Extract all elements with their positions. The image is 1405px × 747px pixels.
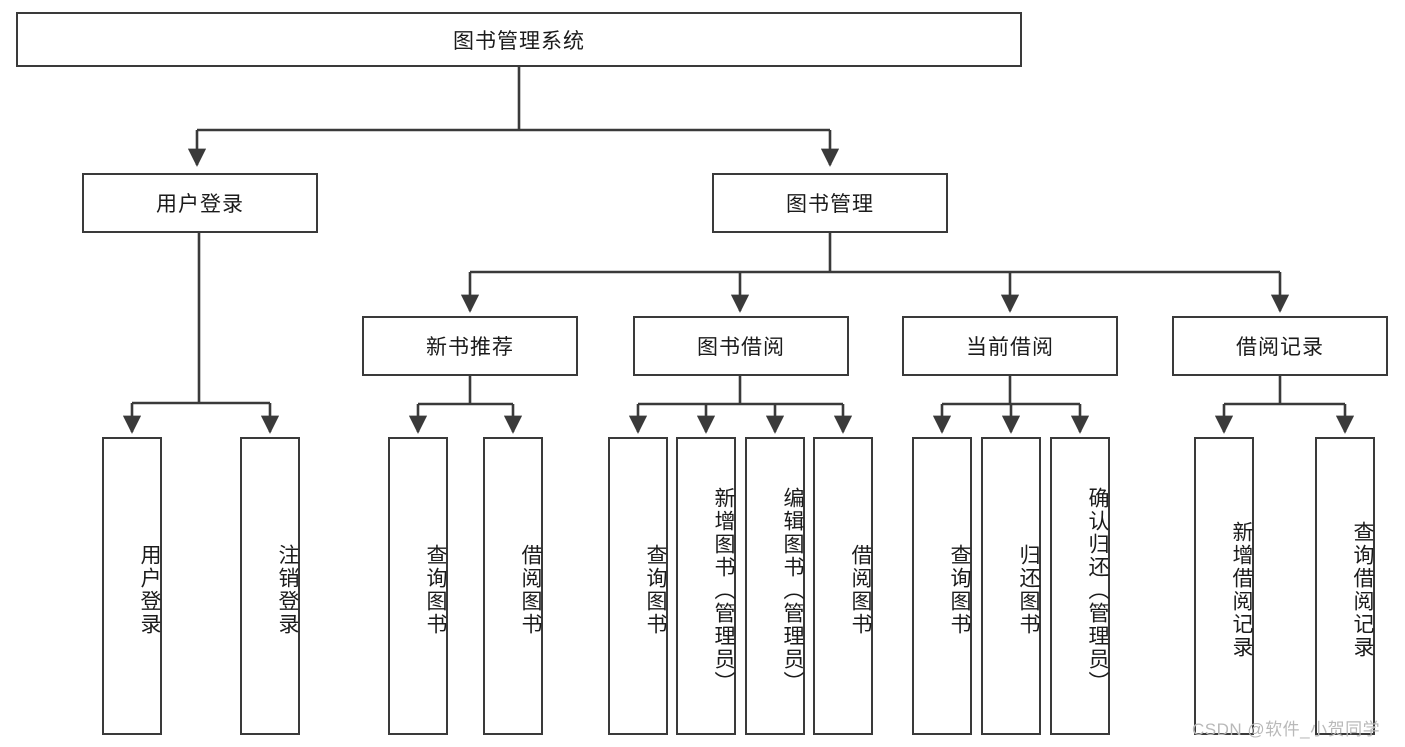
node-new-book-recommend[interactable]: 新书推荐	[362, 316, 578, 376]
leaf-logout-login[interactable]: 注销登录	[240, 437, 300, 735]
leaf-user-login-label: 用户登录	[138, 544, 161, 636]
leaf-query-book-1[interactable]: 查询图书	[388, 437, 448, 735]
leaf-query-book-2[interactable]: 查询图书	[608, 437, 668, 735]
node-user-login[interactable]: 用户登录	[82, 173, 318, 233]
leaf-query-book-2-label: 查询图书	[644, 544, 667, 636]
node-new-book-recommend-label: 新书推荐	[426, 336, 514, 359]
leaf-confirm-return[interactable]: 确认归还（管理员）	[1050, 437, 1110, 735]
node-user-login-label: 用户登录	[156, 193, 244, 216]
leaf-add-record[interactable]: 新增借阅记录	[1194, 437, 1254, 735]
leaf-edit-book[interactable]: 编辑图书（管理员）	[745, 437, 805, 735]
leaf-query-record-label: 查询借阅记录	[1351, 521, 1374, 659]
leaf-query-book-1-label: 查询图书	[424, 544, 447, 636]
node-root-label: 图书管理系统	[453, 29, 585, 53]
leaf-add-book-label: 新增图书（管理员）	[712, 486, 735, 694]
leaf-confirm-return-label: 确认归还（管理员）	[1086, 486, 1109, 694]
leaf-edit-book-label: 编辑图书（管理员）	[781, 486, 804, 694]
node-borrow-record[interactable]: 借阅记录	[1172, 316, 1388, 376]
node-book-manage-label: 图书管理	[786, 193, 874, 216]
node-book-borrow-label: 图书借阅	[697, 336, 785, 359]
leaf-logout-login-label: 注销登录	[276, 544, 299, 636]
leaf-borrow-book-1[interactable]: 借阅图书	[483, 437, 543, 735]
leaf-query-book-3[interactable]: 查询图书	[912, 437, 972, 735]
node-current-borrow[interactable]: 当前借阅	[902, 316, 1118, 376]
node-book-borrow[interactable]: 图书借阅	[633, 316, 849, 376]
leaf-add-book[interactable]: 新增图书（管理员）	[676, 437, 736, 735]
node-root[interactable]: 图书管理系统	[16, 12, 1022, 67]
csdn-watermark: CSDN @软件_小贺同学	[1192, 720, 1381, 739]
node-borrow-record-label: 借阅记录	[1236, 336, 1324, 359]
leaf-query-record[interactable]: 查询借阅记录	[1315, 437, 1375, 735]
node-book-manage[interactable]: 图书管理	[712, 173, 948, 233]
leaf-add-record-label: 新增借阅记录	[1230, 521, 1253, 659]
leaf-query-book-3-label: 查询图书	[948, 544, 971, 636]
leaf-return-book-label: 归还图书	[1017, 544, 1040, 636]
node-current-borrow-label: 当前借阅	[966, 336, 1054, 359]
leaf-return-book[interactable]: 归还图书	[981, 437, 1041, 735]
leaf-user-login[interactable]: 用户登录	[102, 437, 162, 735]
leaf-borrow-book-2[interactable]: 借阅图书	[813, 437, 873, 735]
leaf-borrow-book-2-label: 借阅图书	[849, 544, 872, 636]
leaf-borrow-book-1-label: 借阅图书	[519, 544, 542, 636]
